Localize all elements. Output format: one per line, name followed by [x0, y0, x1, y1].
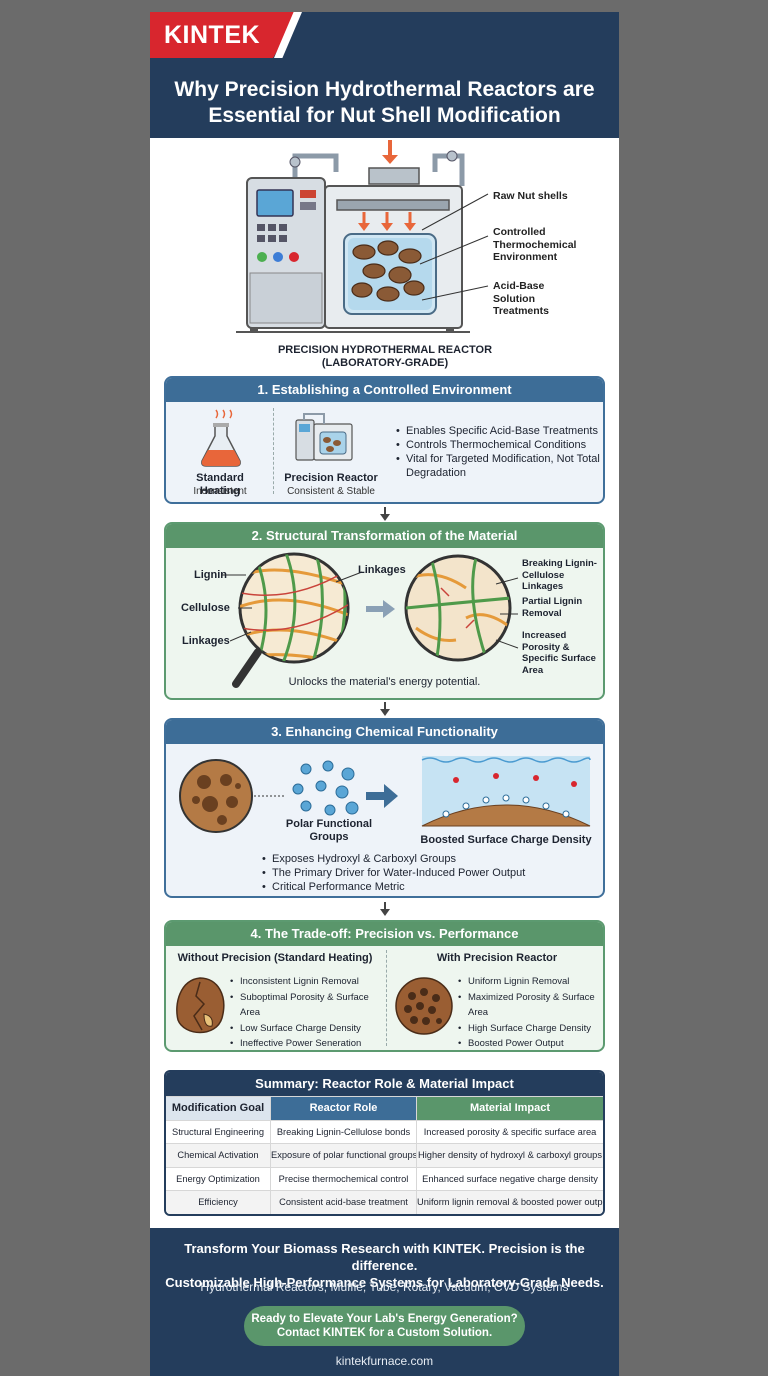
list-item: Vital for Targeted Modification, Not Tot… [396, 452, 601, 480]
standard-heating-label: Standard Heating [196, 472, 244, 497]
section3-bullets: Exposes Hydroxyl & Carboxyl Groups The P… [262, 852, 562, 894]
standard-heating-sub: Inconsistent [193, 486, 247, 497]
label-breaking-linkages: Breaking Lignin-Cellulose Linkages [522, 558, 597, 592]
polar-groups-label: Polar Functional Groups [285, 818, 373, 843]
flow-arrow [380, 702, 390, 716]
list-item: Suboptimal Porosity & Surface Area [230, 990, 382, 1021]
list-item: The Primary Driver for Water-Induced Pow… [262, 866, 562, 880]
without-precision-title: Without Precision (Standard Heating) [177, 952, 373, 964]
table-cell: Structural Engineering [172, 1126, 264, 1137]
table-cell: Chemical Activation [177, 1150, 259, 1160]
section-controlled-environment: 1. Establishing a Controlled Environment… [164, 376, 605, 504]
label-lignin: Lignin [194, 569, 227, 581]
summary-table: Summary: Reactor Role & Material Impact … [164, 1070, 605, 1216]
header: KINTEK Why Precision Hydrothermal Reacto… [150, 12, 619, 138]
table-cell: Higher density of hydroxyl & carboxyl gr… [416, 1144, 603, 1167]
table-row: Energy Optimization Precise thermochemic… [166, 1166, 603, 1190]
precision-reactor-sub: Consistent & Stable [287, 486, 375, 497]
walnut-icon [395, 977, 453, 1035]
website-link[interactable]: kintekfurnace.com [335, 1354, 434, 1368]
table-cell: Breaking Lignin-Cellulose bonds [270, 1120, 416, 1143]
label-linkages: Linkages [182, 635, 230, 647]
callout-acid-base: Acid-Base Solution Treatments [493, 280, 550, 317]
table-row: Efficiency Consistent acid-base treatmen… [166, 1190, 603, 1214]
list-item: High Surface Charge Density [458, 1021, 603, 1037]
list-item: Enables Specific Acid-Base Treatments [396, 424, 601, 438]
reactor-icon [236, 140, 489, 333]
callout-controlled-environment: Controlled Thermochemical Environment [493, 226, 577, 263]
list-item: Low Surface Charge Density [230, 1021, 382, 1037]
table-cell: Precise thermochemical control [270, 1167, 416, 1190]
label-cellulose: Cellulose [181, 602, 230, 614]
list-item: Inconsistent Lignin Removal [230, 974, 382, 990]
section1-bullets: Enables Specific Acid-Base Treatments Co… [396, 424, 601, 480]
with-precision-title: With Precision Reactor [436, 952, 558, 964]
list-item: Boosted Power Output [458, 1036, 603, 1050]
flask-icon [201, 409, 241, 467]
section3-title: 3. Enhancing Chemical Functionality [166, 720, 603, 744]
table-cell: Enhanced surface negative charge density [416, 1167, 603, 1190]
table-row: Structural Engineering Breaking Lignin-C… [166, 1119, 603, 1143]
table-cell: Increased porosity & specific surface ar… [416, 1120, 603, 1143]
table-cell: Exposure of polar functional groups [270, 1144, 416, 1167]
summary-title: Summary: Reactor Role & Material Impact [166, 1072, 603, 1096]
label-increased-porosity: Increased Porosity & Specific Surface Ar… [522, 630, 596, 676]
hero-illustration: Raw Nut shells Controlled Thermochemical… [150, 138, 619, 374]
section2-title: 2. Structural Transformation of the Mate… [166, 524, 603, 548]
flow-arrow [380, 902, 390, 916]
list-item: Uniform Lignin Removal [458, 974, 603, 990]
label-linkages-center: Linkages [358, 564, 406, 576]
table-header: Modification Goal Reactor Role Material … [166, 1096, 603, 1120]
table-cell: Uniform lignin removal & boosted power o… [416, 1191, 603, 1214]
label-partial-lignin-removal: Partial Lignin Removal [522, 596, 583, 619]
section4-title: 4. The Trade-off: Precision vs. Performa… [166, 922, 603, 946]
section-structural-transformation: 2. Structural Transformation of the Mate… [164, 522, 605, 700]
list-item: Critical Performance Metric [262, 880, 562, 894]
section-trade-off: 4. The Trade-off: Precision vs. Performa… [164, 920, 605, 1052]
walnut-icon [176, 977, 225, 1034]
list-item: Exposes Hydroxyl & Carboxyl Groups [262, 852, 562, 866]
section-chemical-functionality: 3. Enhancing Chemical Functionality [164, 718, 605, 898]
arrow-right-icon [366, 600, 395, 618]
without-precision-bullets: Inconsistent Lignin Removal Suboptimal P… [230, 974, 382, 1050]
contact-cta-button[interactable]: Ready to Elevate Your Lab's Energy Gener… [244, 1306, 525, 1346]
functional-groups-diagram [179, 756, 591, 833]
footer-systems: Hydrothermal Reactors, Muffle, Tube, Rot… [200, 1280, 569, 1294]
footer: Transform Your Biomass Research with KIN… [150, 1228, 619, 1376]
fiber-diagram [222, 552, 519, 688]
list-item: Ineffective Power Seneration [230, 1036, 382, 1050]
list-item: Maximized Porosity & Surface Area [458, 990, 603, 1021]
table-row: Chemical Activation Exposure of polar fu… [166, 1143, 603, 1167]
arrow-right-icon [366, 784, 398, 808]
surface-charge-label: Boosted Surface Charge Density [420, 834, 592, 846]
with-precision-bullets: Uniform Lignin Removal Maximized Porosit… [458, 974, 603, 1050]
reactor-icon [295, 413, 353, 461]
column-header: Reactor Role [270, 1097, 416, 1120]
column-header: Material Impact [416, 1097, 603, 1120]
flow-arrow [380, 507, 390, 521]
table-cell: Efficiency [198, 1197, 238, 1207]
footer-headline: Transform Your Biomass Research with KIN… [165, 1241, 604, 1290]
section1-title: 1. Establishing a Controlled Environment [166, 378, 603, 402]
hero-caption: PRECISION HYDROTHERMAL REACTOR(LABORATOR… [277, 344, 493, 369]
list-item: Controls Thermochemical Conditions [396, 438, 601, 452]
logo-text: KINTEK [164, 21, 261, 49]
infographic: KINTEK Why Precision Hydrothermal Reacto… [150, 12, 619, 1376]
table-cell: Consistent acid-base treatment [270, 1191, 416, 1214]
section2-footer: Unlocks the material's energy potential. [288, 676, 481, 688]
precision-reactor-label: Precision Reactor [284, 472, 378, 484]
column-header: Modification Goal [166, 1097, 270, 1120]
table-cell: Energy Optimization [176, 1173, 260, 1184]
callout-raw-nut-shells: Raw Nut shells [493, 190, 568, 202]
logo[interactable]: KINTEK [150, 12, 300, 58]
